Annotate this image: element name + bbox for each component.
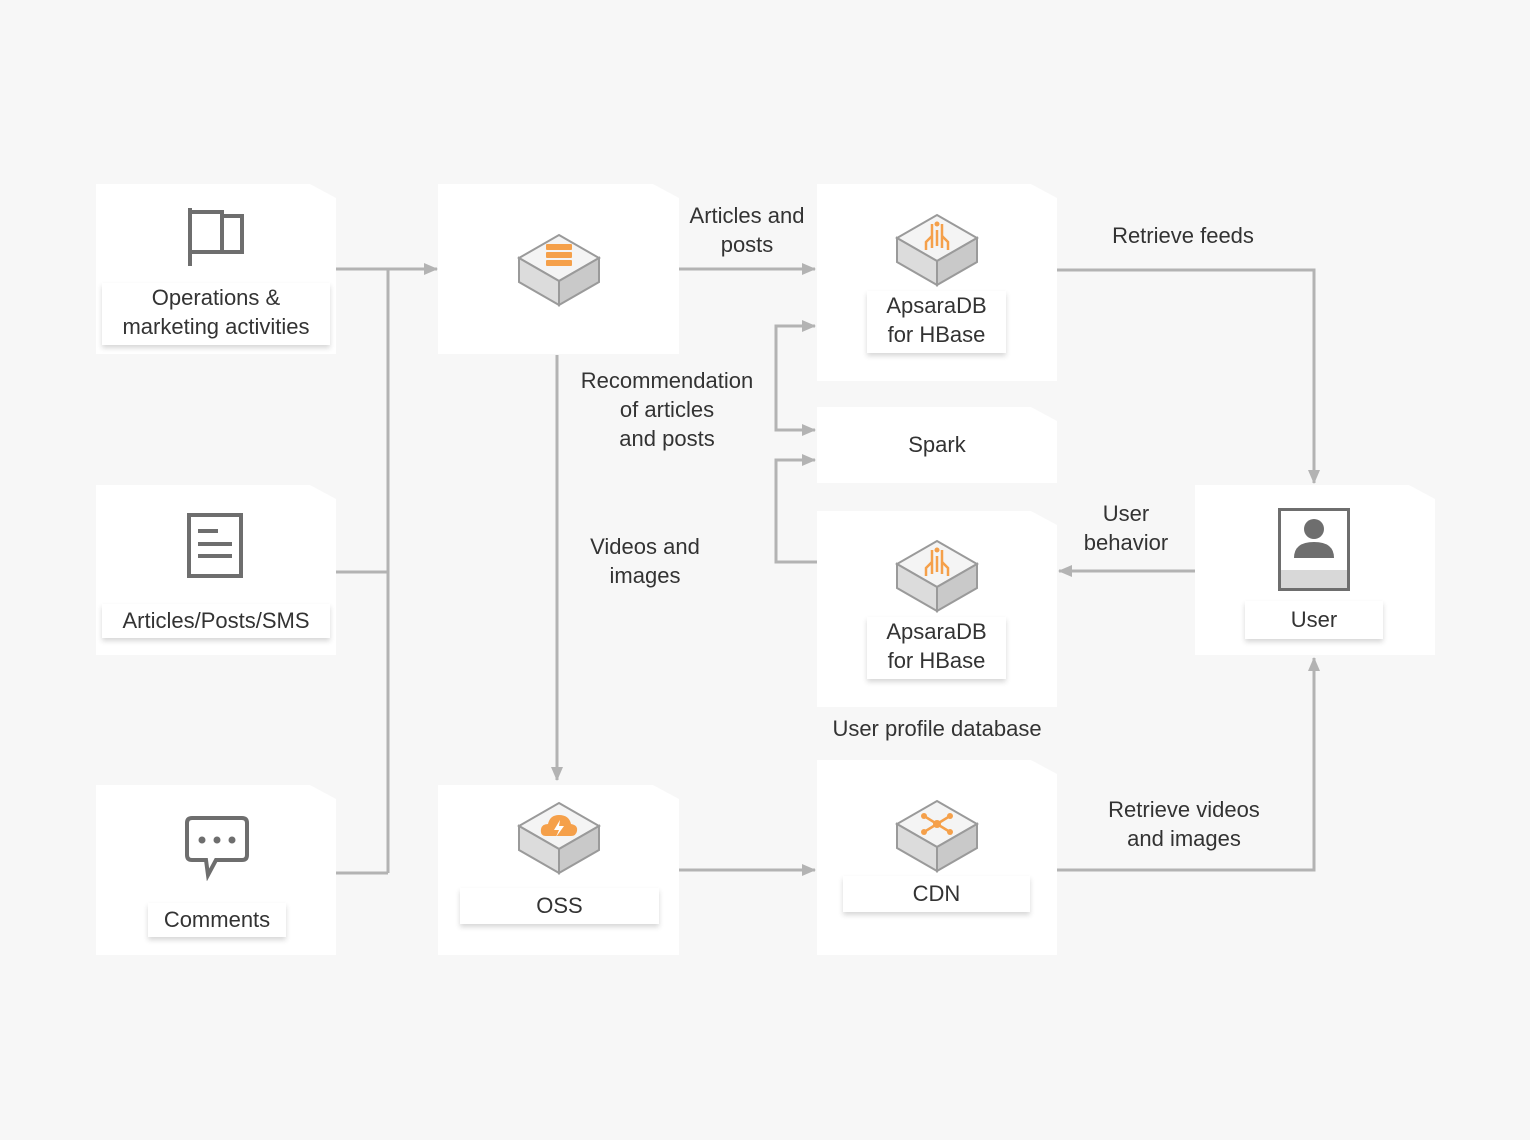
spark-card[interactable] (817, 407, 1057, 483)
hbase-top-label: ApsaraDB for HBase (867, 291, 1006, 353)
cdn-label: CDN (843, 876, 1030, 912)
articles-label: Articles/Posts/SMS (102, 604, 330, 638)
hbase-cube-icon (894, 539, 980, 613)
flag-icon (188, 208, 244, 266)
edge-spark-to-hbase (774, 320, 816, 432)
edge-label-recommendation: Recommendation of articles and posts (580, 368, 754, 451)
edge-label-retrieve-videos: Retrieve videos and images (1108, 797, 1260, 851)
document-icon (187, 513, 243, 578)
edge-label-retrieve-feeds: Retrieve feeds (1112, 223, 1254, 248)
oss-cube-icon (516, 801, 602, 875)
chat-bubble-icon (185, 816, 249, 881)
edge-label-articles-posts: Articles and posts (689, 203, 805, 257)
hbase-cube-icon (894, 213, 980, 287)
edge-label-videos-images: Videos and images (590, 534, 700, 588)
user-label: User (1245, 601, 1383, 639)
cdn-cube-icon (894, 799, 980, 873)
server-cube-icon (516, 233, 602, 307)
user-profile-caption: User profile database (832, 716, 1042, 741)
operations-label: Operations & marketing activities (102, 283, 330, 345)
edge-label-user-behavior: User behavior (1083, 501, 1169, 555)
hbase-bottom-label: ApsaraDB for HBase (867, 617, 1006, 679)
oss-label: OSS (460, 888, 659, 924)
spark-label: Spark (908, 432, 966, 457)
user-avatar-icon (1278, 508, 1350, 591)
comments-label: Comments (148, 903, 286, 937)
edge-hbase-bottom-to-spark (774, 454, 817, 564)
edge-retrieve-feeds (1057, 268, 1320, 484)
